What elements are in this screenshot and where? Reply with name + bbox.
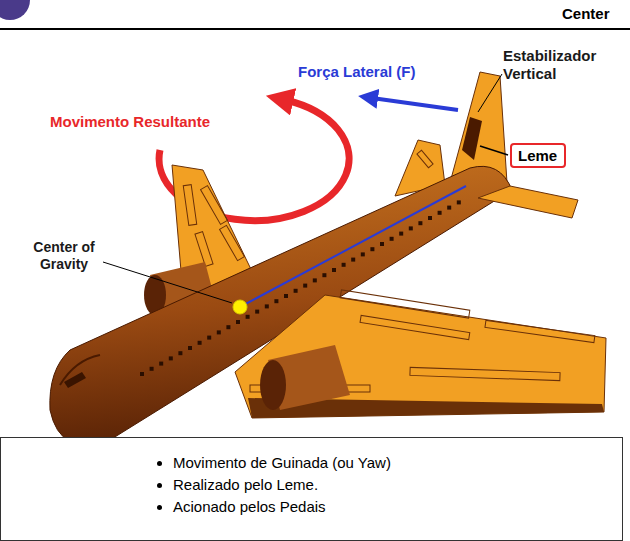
leader-line [478,74,502,112]
window [370,247,374,251]
window [303,284,307,288]
window [169,356,173,360]
bullet-item: Movimento de Guinada (ou Yaw) [173,452,622,474]
part-name: Leme [518,147,558,164]
near-wing [235,290,606,418]
window [274,299,278,303]
bullet-text: Movimento de Guinada (ou Yaw) [173,454,391,471]
window [322,273,326,277]
window [380,242,384,246]
rudder [462,117,482,160]
bullet-text: Realizado pelo Leme. [173,476,318,493]
window [198,341,202,345]
bullet-text: Acionado pelos Pedais [173,498,326,515]
label: Center of Gravity [18,239,110,273]
window [399,232,403,236]
leader-line [480,146,508,155]
window [150,367,154,371]
lateral-force-arrow [372,98,458,110]
label: Força Lateral (F) [298,63,416,81]
window [188,346,192,350]
bullet-item: Realizado pelo Leme. [173,474,622,496]
window [236,320,240,324]
leader-line [103,262,232,303]
window [265,304,269,308]
window [284,294,288,298]
window [217,330,221,334]
moment-arm [240,186,466,307]
window [409,226,413,230]
window [428,216,432,220]
window [178,351,182,355]
window [438,211,442,215]
window [140,372,144,376]
window [294,289,298,293]
center-of-gravity-dot [233,300,247,314]
far-elevator [417,150,433,168]
bullet-list: Movimento de Guinada (ou Yaw) Realizado p… [151,452,622,517]
bullet-box: Movimento de Guinada (ou Yaw) Realizado p… [0,437,623,541]
window [351,258,355,262]
label: Movimento Resultante [50,113,210,131]
label: Estabilizador Vertical [503,47,628,83]
window [457,200,461,204]
window [226,325,230,329]
logo [0,0,30,20]
window [390,237,394,241]
header-rule [0,28,630,30]
window [332,268,336,272]
window [255,310,259,314]
window [447,206,451,210]
window [246,315,250,319]
window [361,252,365,256]
window [342,263,346,267]
label: Center [562,5,610,23]
window [159,362,163,366]
near-stabilizer [478,186,578,218]
part-tag: Leme [510,143,566,168]
window [313,278,317,282]
bullet-item: Acionado pelos Pedais [173,496,622,518]
near-engine [260,345,350,410]
window [418,221,422,225]
window [207,336,211,340]
